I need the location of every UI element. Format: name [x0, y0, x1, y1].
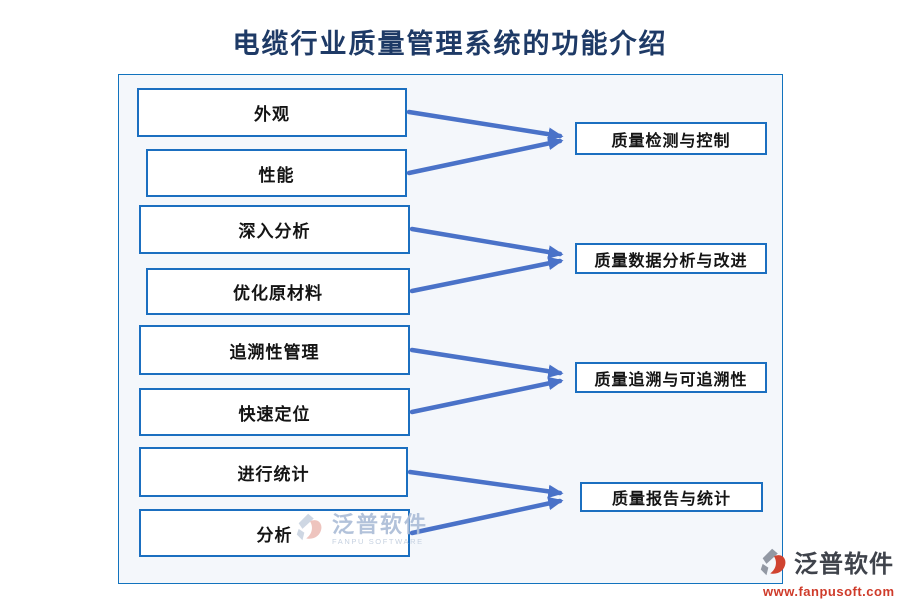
fanpu-logo-icon [293, 510, 327, 549]
watermark-name: 泛普软件 [332, 511, 429, 537]
function-box-performance: 性能 [146, 149, 407, 197]
brand-name: 泛普软件 [794, 550, 894, 578]
function-box-statistics: 进行统计 [139, 447, 408, 497]
function-box-deep-analysis: 深入分析 [139, 205, 410, 254]
center-watermark: 泛普软件 FANPU SOFTWARE [293, 510, 428, 549]
category-box-quality-data-analysis-improvement: 质量数据分析与改进 [575, 243, 767, 274]
category-box-quality-traceability: 质量追溯与可追溯性 [575, 362, 767, 393]
function-box-quick-locate: 快速定位 [139, 388, 410, 436]
category-box-quality-report-statistics: 质量报告与统计 [580, 482, 763, 512]
function-box-optimize-raw-materials: 优化原材料 [146, 268, 410, 315]
brand-logo: 泛普软件 www.fanpusoft.com [757, 545, 895, 598]
category-box-quality-inspection-control: 质量检测与控制 [575, 122, 767, 155]
function-box-analysis: 分析 [139, 509, 410, 557]
function-box-appearance: 外观 [137, 88, 407, 137]
watermark-subtitle: FANPU SOFTWARE [332, 536, 424, 546]
function-box-traceability-management: 追溯性管理 [139, 325, 410, 375]
page-title: 电缆行业质量管理系统的功能介绍 [232, 29, 668, 59]
fanpu-logo-icon [757, 545, 791, 584]
brand-url: www.fanpusoft.com [763, 584, 895, 599]
